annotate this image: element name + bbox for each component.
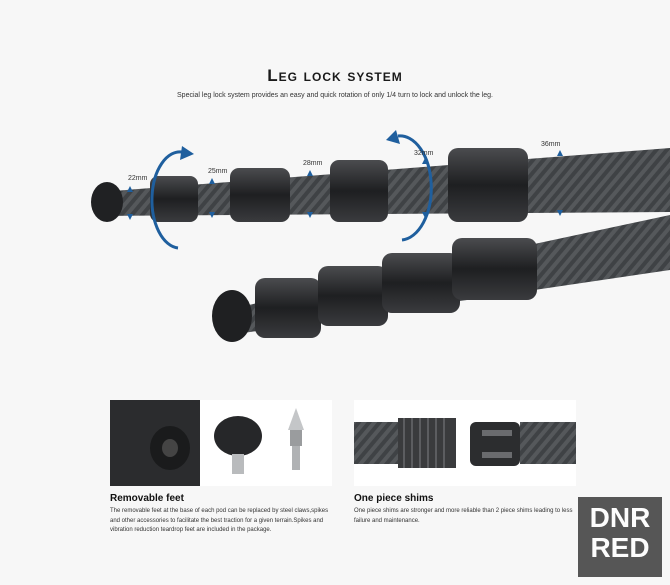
removable-feet-image xyxy=(110,400,332,486)
page-subtitle: Special leg lock system provides an easy… xyxy=(177,92,493,99)
leg-lock-2 xyxy=(230,168,290,222)
tripod-legs-illustration: 22mm 25mm 28mm 32mm 36mm xyxy=(91,130,670,342)
rotate-arrow-left xyxy=(150,150,183,250)
diameter-label: 32mm xyxy=(414,150,434,157)
removable-feet-title: Removable feet xyxy=(110,493,184,504)
one-piece-shims-image xyxy=(354,400,576,486)
rotate-arrow-left-head xyxy=(180,146,194,160)
lower-lock-3 xyxy=(382,253,460,313)
one-piece-shims-text: One piece shims are stronger and more re… xyxy=(354,508,573,524)
rotate-arrow-right-head xyxy=(386,130,400,144)
leg-lock-3 xyxy=(330,160,388,222)
removable-feet-text: The removable feet at the base of each p… xyxy=(110,508,329,533)
one-piece-shims-title: One piece shims xyxy=(354,493,434,504)
diameter-label: 25mm xyxy=(208,168,228,175)
leg-lock-1 xyxy=(150,176,198,222)
leg-lock-4 xyxy=(448,148,528,222)
upper-foot xyxy=(91,182,123,222)
lower-foot xyxy=(212,290,252,342)
diameter-label: 22mm xyxy=(128,175,148,182)
lower-lock-2 xyxy=(318,266,388,326)
diameter-label: 28mm xyxy=(303,160,323,167)
diameter-markers xyxy=(127,150,563,220)
lower-lock-4 xyxy=(452,238,537,300)
diameter-label: 36mm xyxy=(541,141,561,148)
page-title: Leg lock system xyxy=(267,66,403,85)
rotate-arrow-right xyxy=(397,134,433,242)
lower-lock-1 xyxy=(255,278,321,338)
